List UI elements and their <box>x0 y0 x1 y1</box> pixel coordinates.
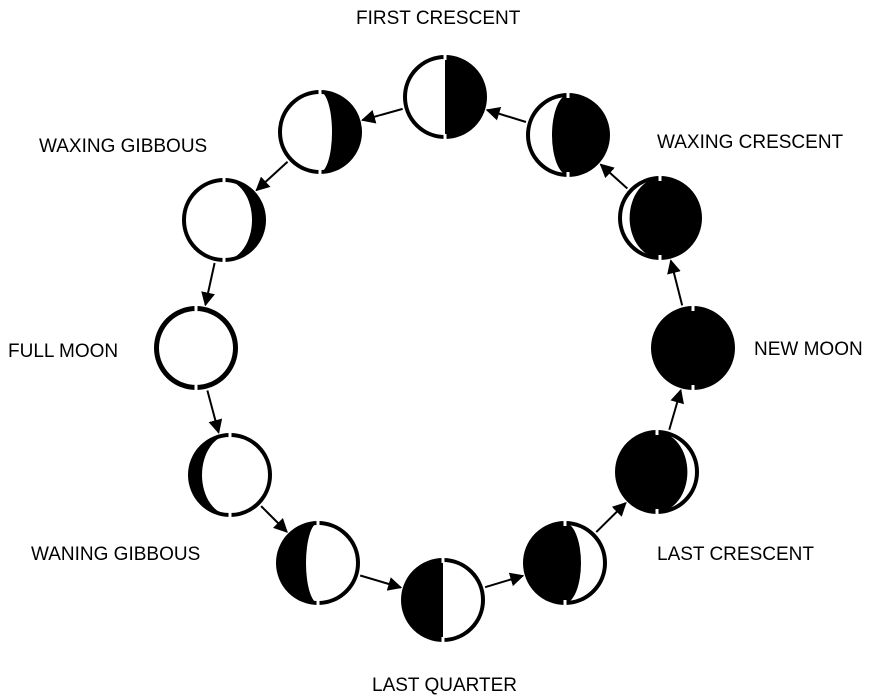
arrow-lower-left-to-waning-gibbous-glyph <box>260 505 288 533</box>
moon-last-crescent-glyph-disk <box>617 432 697 512</box>
moon-upper-right <box>526 92 610 178</box>
arrow-upper-right-to-top-half <box>485 107 527 123</box>
label-waxing-gibbous: WAXING GIBBOUS <box>39 136 208 157</box>
moon-new-moon-glyph-disk <box>653 308 733 388</box>
moon-last-quarter-glyph-lit <box>443 560 483 640</box>
label-last-quarter: LAST QUARTER <box>372 675 518 696</box>
moon-icons <box>154 54 735 643</box>
moon-top-half-lit <box>405 57 445 137</box>
moon-waxing-crescent-glyph-lit <box>620 178 660 258</box>
moon-last-crescent-glyph-lit <box>657 432 697 512</box>
arrow-upper-left-to-full-moon-glyph <box>201 262 216 307</box>
label-waxing-crescent: WAXING CRESCENT <box>657 132 844 153</box>
arrow-waxing-crescent-glyph-to-upper-right <box>599 163 629 190</box>
label-last-crescent: LAST CRESCENT <box>657 544 814 565</box>
arrow-lower-right-to-last-crescent-glyph <box>595 501 627 533</box>
arrow-full-moon-glyph-to-lower-left <box>206 390 223 434</box>
moon-last-crescent-glyph <box>615 429 699 515</box>
label-first-crescent: FIRST CRESCENT <box>356 8 521 29</box>
label-full-moon: FULL MOON <box>8 341 119 362</box>
label-new-moon: NEW MOON <box>754 339 863 360</box>
label-waning-gibbous: WANING GIBBOUS <box>31 544 201 565</box>
moon-lower-left <box>188 432 272 518</box>
moon-top-half <box>403 54 487 140</box>
moon-upper-right-lit <box>528 95 568 175</box>
arrow-last-crescent-glyph-to-new-moon-glyph <box>668 388 684 431</box>
moon-waning-gibbous-glyph-lit <box>306 523 358 603</box>
moon-lower-right <box>523 520 607 606</box>
moon-waxing-crescent-glyph <box>618 175 702 261</box>
moon-waxing-gibbous-glyph <box>278 89 362 175</box>
cycle-arrows <box>201 107 684 591</box>
moon-upper-left <box>182 177 266 263</box>
moon-full-moon-glyph-lit <box>159 311 233 385</box>
moon-waxing-crescent-glyph-disk <box>620 178 700 258</box>
arrow-new-moon-glyph-to-waxing-crescent-glyph <box>667 259 684 306</box>
moon-lower-left-lit <box>202 435 270 515</box>
moon-upper-left-lit <box>184 180 252 260</box>
moon-waning-gibbous-glyph <box>276 520 360 606</box>
moon-lower-right-lit <box>565 523 605 603</box>
moon-new-moon-glyph <box>651 305 735 391</box>
moon-waxing-gibbous-glyph-lit <box>280 92 332 172</box>
arrow-waning-gibbous-glyph-to-last-quarter-glyph <box>359 574 403 591</box>
arrow-top-half-to-waxing-gibbous-glyph <box>361 107 403 124</box>
arrow-waxing-gibbous-glyph-to-upper-left <box>255 160 289 192</box>
arrow-last-quarter-glyph-to-lower-right <box>484 572 525 589</box>
moon-last-quarter-glyph <box>401 557 485 643</box>
moon-full-moon-glyph <box>154 305 238 391</box>
